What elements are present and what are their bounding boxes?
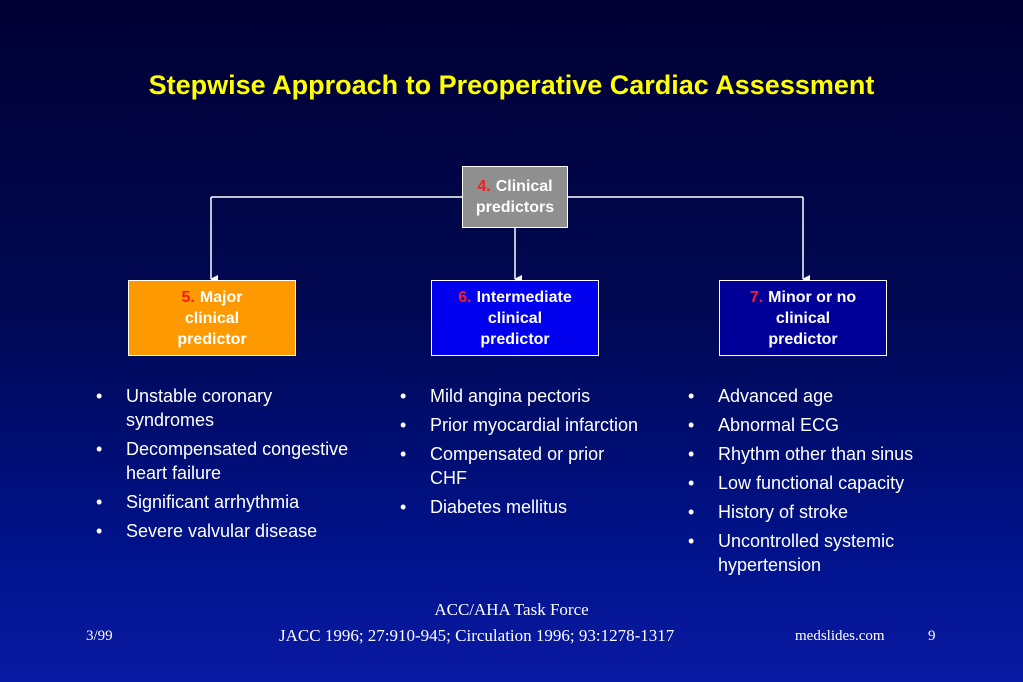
step-number: 7. [749, 288, 764, 306]
step-number: 4. [477, 178, 491, 195]
list-item-text: Diabetes mellitus [430, 497, 568, 517]
list-item: • Unstable coronary syndromes [92, 384, 362, 432]
list-item: • History of stroke [684, 500, 974, 524]
major-predictor-list: • Unstable coronary syndromes • Decompensa… [92, 384, 362, 548]
list-item-text: Unstable coronary syndromes [126, 386, 273, 430]
bullet-icon: • [96, 521, 103, 541]
list-item-text: Low functional capacity [718, 473, 905, 493]
box-label-line3: predictor [480, 330, 550, 348]
major-predictor-box: 5.Major clinical predictor [128, 280, 296, 356]
footer-source-citation: JACC 1996; 27:910-945; Circulation 1996;… [279, 626, 675, 645]
page-number: 9 [928, 628, 936, 644]
list-item-text: Mild angina pectoris [430, 386, 591, 406]
bullet-icon: • [688, 473, 695, 493]
bullet-icon: • [400, 444, 407, 464]
footer-site: medslides.com [795, 628, 885, 644]
minor-predictor-list: • Advanced age • Abnormal ECG • Rhythm othe… [684, 384, 974, 582]
box-label-line2: clinical [184, 309, 240, 327]
box-label-line2: predictors [475, 199, 555, 216]
box-label-line2: clinical [775, 309, 831, 327]
box-label-line1: Clinical [495, 178, 553, 195]
box-label-line1: Minor or no [768, 288, 857, 306]
list-item-text: Rhythm other than sinus [718, 444, 914, 464]
list-item: • Low functional capacity [684, 471, 974, 495]
list-item: • Compensated or prior CHF [396, 442, 646, 490]
clinical-predictors-box: 4.Clinical predictors [462, 166, 568, 228]
bullet-icon: • [688, 444, 695, 464]
list-item-text: Significant arrhythmia [126, 492, 300, 512]
footer-source-title: ACC/AHA Task Force [434, 600, 589, 619]
list-item: • Advanced age [684, 384, 974, 408]
box-label-line3: predictor [768, 330, 838, 348]
list-item-text: Advanced age [718, 386, 834, 406]
bullet-icon: • [400, 386, 407, 406]
list-item-text: Decompensated congestive heart failure [126, 439, 349, 483]
list-item: • Mild angina pectoris [396, 384, 646, 408]
bullet-icon: • [400, 497, 407, 517]
step-number: 5. [181, 288, 195, 306]
slide-title: Stepwise Approach to Preoperative Cardia… [148, 70, 875, 100]
list-item: • Rhythm other than sinus [684, 442, 974, 466]
step-number: 6. [458, 288, 472, 306]
list-item: • Significant arrhythmia [92, 490, 362, 514]
list-item: • Severe valvular disease [92, 519, 362, 543]
list-item: • Diabetes mellitus [396, 495, 646, 519]
bullet-icon: • [400, 415, 407, 435]
footer-date: 3/99 [86, 628, 113, 644]
bullet-icon: • [96, 386, 103, 406]
list-item: • Decompensated congestive heart failure [92, 437, 362, 485]
list-item-text: History of stroke [718, 502, 849, 522]
list-item-text: Abnormal ECG [718, 415, 840, 435]
intermediate-predictor-box: 6.Intermediate clinical predictor [431, 280, 599, 356]
list-item-text: Prior myocardial infarction [430, 415, 639, 435]
box-label-line1: Intermediate [476, 288, 572, 306]
list-item: • Abnormal ECG [684, 413, 974, 437]
intermediate-predictor-list: • Mild angina pectoris • Prior myocardial … [396, 384, 646, 524]
minor-predictor-box: 7.Minor or no clinical predictor [719, 280, 887, 356]
box-label-line1: Major [199, 288, 243, 306]
list-item: • Prior myocardial infarction [396, 413, 646, 437]
list-item: • Uncontrolled systemic hypertension [684, 529, 974, 577]
bullet-icon: • [688, 502, 695, 522]
list-item-text: Severe valvular disease [126, 521, 318, 541]
bullet-icon: • [96, 439, 103, 459]
bullet-icon: • [688, 415, 695, 435]
box-label-line2: clinical [487, 309, 543, 327]
bullet-icon: • [96, 492, 103, 512]
bullet-icon: • [688, 531, 695, 551]
box-label-line3: predictor [177, 330, 247, 348]
list-item-text: Compensated or prior CHF [430, 444, 605, 488]
bullet-icon: • [688, 386, 695, 406]
list-item-text: Uncontrolled systemic hypertension [718, 531, 895, 575]
